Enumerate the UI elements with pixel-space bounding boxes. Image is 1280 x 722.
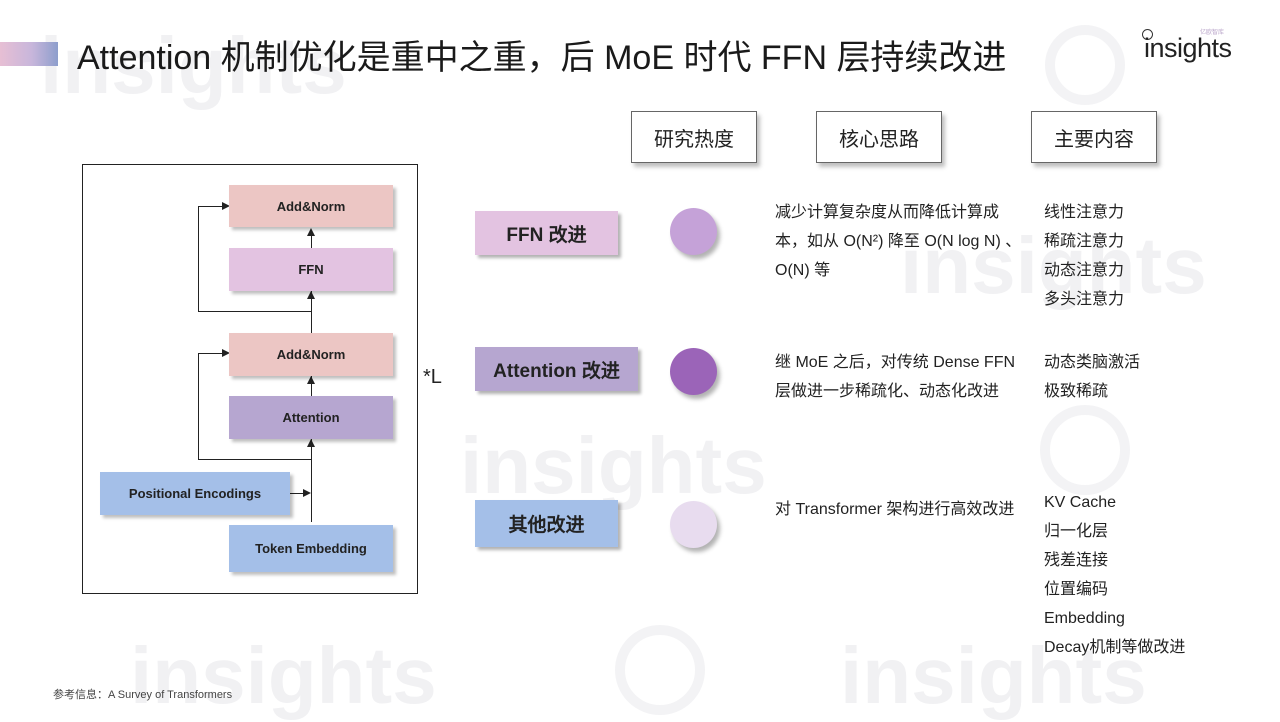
content-item: 稀疏注意力 (1044, 233, 1125, 250)
residual-line (198, 353, 199, 460)
heat-dot-ffn (670, 208, 717, 255)
logo-subtext: 亿欧智库 (1200, 30, 1225, 36)
arrow-up-icon (307, 291, 315, 299)
residual-line (198, 206, 199, 312)
watermark-text: insights (130, 631, 437, 720)
residual-line (198, 311, 312, 312)
content-item: 动态注意力 (1044, 262, 1125, 279)
content-item: 归一化层 (1044, 523, 1109, 540)
content-item: 动态类脑激活 (1044, 354, 1141, 371)
main-content-other: KV Cache 归一化层 残差连接 位置编码 Embedding Decay机… (1044, 488, 1185, 662)
residual-line (198, 353, 223, 354)
arrow-up-icon (307, 376, 315, 384)
positional-encodings-block: Positional Encodings (100, 472, 290, 515)
heat-dot-other (670, 501, 717, 548)
watermark-q-icon (615, 625, 705, 715)
category-ffn: FFN 改进 (475, 211, 618, 255)
logo-ring-icon (1142, 29, 1153, 40)
transformer-diagram-frame (82, 164, 418, 594)
arrow-up-icon (307, 439, 315, 447)
heat-dot-attention (670, 348, 717, 395)
token-embedding-block: Token Embedding (229, 525, 393, 572)
logo: insights (1144, 33, 1232, 63)
content-item: KV Cache (1044, 494, 1117, 511)
header-main-content: 主要内容 (1031, 111, 1157, 163)
arrow-right-icon (222, 202, 230, 210)
content-item: Embedding (1044, 610, 1125, 627)
category-attention: Attention 改进 (475, 347, 638, 391)
category-other: 其他改进 (475, 500, 618, 547)
attention-block: Attention (229, 396, 393, 439)
positional-line (290, 493, 304, 494)
core-idea-ffn: 减少计算复杂度从而降低计算成本，如从 O(N²) 降至 O(N log N) 、… (775, 204, 1022, 279)
core-idea-other: 对 Transformer 架构进行高效改进 (775, 501, 1015, 518)
arrow-right-icon (222, 349, 230, 357)
add-norm-block-bottom: Add&Norm (229, 333, 393, 376)
page-title: Attention 机制优化是重中之重，后 MoE 时代 FFN 层持续改进 (77, 39, 1007, 77)
footnote: 参考信息：A Survey of Transformers (53, 689, 233, 701)
content-item: 位置编码 (1044, 581, 1109, 598)
title-accent-bar (0, 42, 58, 66)
header-research-heat: 研究热度 (631, 111, 757, 163)
arrow-right-icon (303, 489, 311, 497)
content-item: Decay机制等做改进 (1044, 639, 1186, 656)
residual-line (198, 459, 312, 460)
header-core-idea: 核心思路 (816, 111, 942, 163)
watermark-text: insights (460, 421, 767, 510)
watermark-q-icon (1040, 405, 1130, 495)
content-item: 多头注意力 (1044, 291, 1125, 308)
ffn-block: FFN (229, 248, 393, 291)
residual-line (198, 206, 223, 207)
repeat-label: *L (423, 366, 442, 388)
content-item: 极致稀疏 (1044, 383, 1109, 400)
arrow-up-icon (307, 228, 315, 236)
content-item: 残差连接 (1044, 552, 1109, 569)
main-content-attention: 动态类脑激活 极致稀疏 (1044, 348, 1140, 406)
core-idea-attention: 继 MoE 之后，对传统 Dense FFN 层做进一步稀疏化、动态化改进 (775, 354, 1016, 400)
content-item: 线性注意力 (1044, 204, 1125, 221)
watermark-q-icon (1045, 25, 1125, 105)
main-content-ffn: 线性注意力 稀疏注意力 动态注意力 多头注意力 (1044, 198, 1124, 314)
add-norm-block-top: Add&Norm (229, 185, 393, 227)
